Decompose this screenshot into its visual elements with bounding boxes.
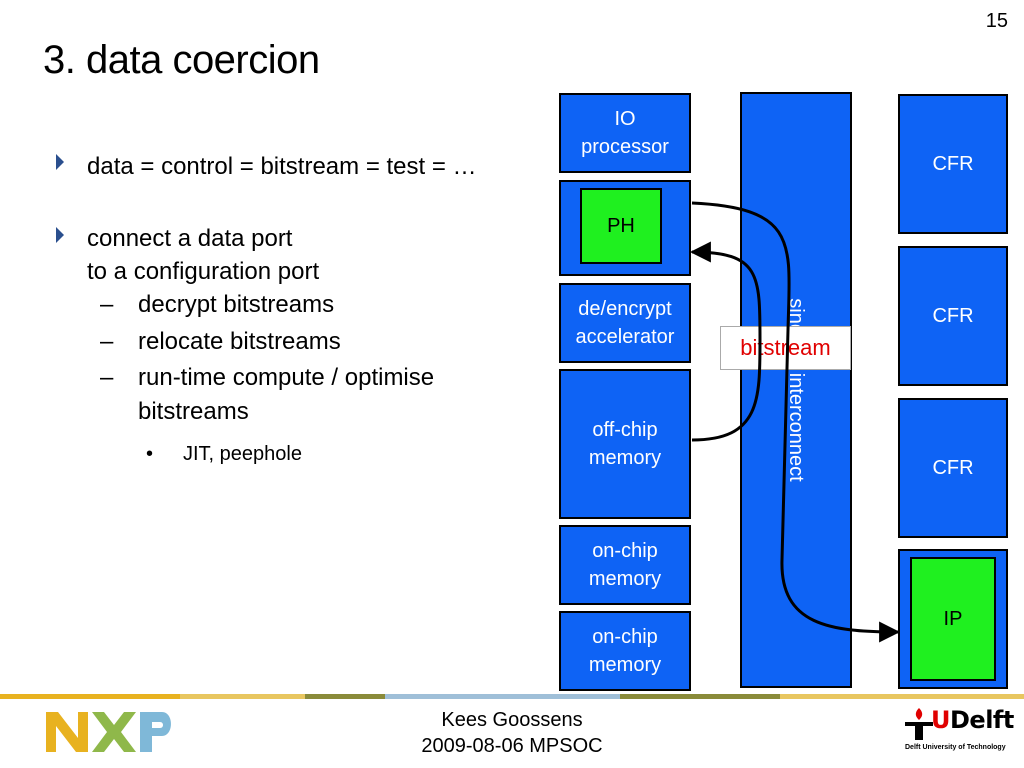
bullet-1-text: data = control = bitstream = test = … [87, 153, 477, 180]
onchip1-label-2: memory [588, 568, 662, 590]
decrypt-label-1: de/encrypt [578, 298, 672, 320]
dash-marker: – [100, 328, 114, 355]
offchip-label-1: off-chip [592, 419, 658, 441]
footer-author: Kees Goossens [441, 709, 583, 731]
offchip-to-ph-arrow [689, 241, 762, 442]
slide-title: 3. data coercion [43, 38, 320, 82]
footer-date-event: 2009-08-06 MPSOC [421, 735, 603, 757]
ph-label: PH [607, 214, 635, 237]
dot-marker: • [146, 443, 154, 465]
offchip-label-2: memory [588, 447, 662, 469]
ph-to-ip-arrow [691, 201, 901, 643]
on-chip-memory-block-2: on-chip memory [559, 611, 691, 691]
tu-delft-subtitle: Delft University of Technology [905, 744, 1006, 751]
onchip1-label-1: on-chip [592, 540, 658, 562]
tu-delft-logo: UDelft Delft University of Technology [905, 706, 1014, 751]
flame-icon [905, 708, 933, 740]
on-chip-memory-block-1: on-chip memory [559, 525, 691, 605]
ph-block: PH [580, 188, 662, 264]
bullet-2-line-1: connect a data port [87, 225, 293, 252]
bitstream-label: bitstream [740, 335, 831, 360]
bitstream-label-box: bitstream [720, 326, 851, 370]
footer-color-bar [0, 694, 1024, 699]
onchip2-label-1: on-chip [592, 626, 658, 648]
decrypt-accelerator-block: de/encrypt accelerator [559, 283, 691, 363]
sub-bullet-3-line-1: run-time compute / optimise [138, 364, 435, 391]
io-processor-label-2: processor [581, 136, 669, 158]
dash-marker: – [100, 291, 114, 318]
decrypt-label-2: accelerator [575, 326, 675, 348]
sub-bullet-2: relocate bitstreams [138, 328, 341, 355]
dash-marker: – [100, 364, 114, 391]
bullet-arrow-icon [56, 227, 64, 243]
sub-sub-bullet-1: JIT, peephole [183, 443, 302, 465]
bullet-2-line-2: to a configuration port [87, 258, 320, 285]
cfr-1-label: CFR [932, 153, 974, 175]
cfr-3-label: CFR [932, 457, 974, 479]
io-processor-label-1: IO [614, 108, 636, 130]
sub-bullet-3-line-2: bitstreams [138, 398, 249, 425]
ip-label: IP [943, 607, 963, 630]
ip-block: IP [910, 557, 996, 681]
cfr-block-2: CFR [898, 246, 1008, 386]
cfr-2-label: CFR [932, 305, 974, 327]
cfr-block-3: CFR [898, 398, 1008, 538]
onchip2-label-2: memory [588, 654, 662, 676]
slide-number: 15 [985, 10, 1008, 32]
cfr-block-1: CFR [898, 94, 1008, 234]
sub-bullet-1: decrypt bitstreams [138, 291, 335, 318]
bullet-arrow-icon [56, 154, 64, 170]
nxp-logo [46, 712, 171, 752]
io-processor-block: IO processor [559, 93, 691, 173]
off-chip-memory-block: off-chip memory [559, 369, 691, 519]
